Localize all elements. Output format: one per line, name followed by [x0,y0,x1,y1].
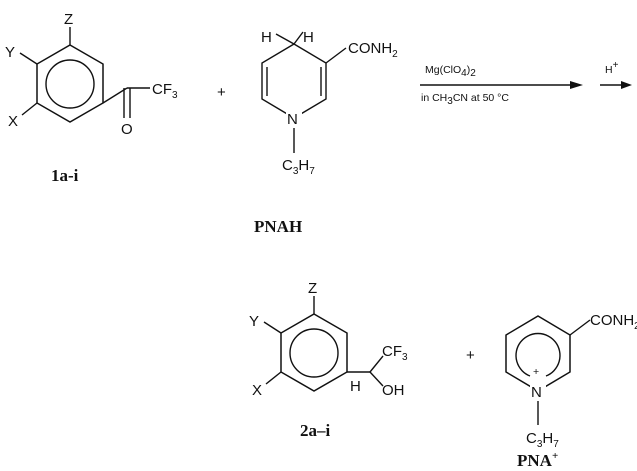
compound-label-pna-plus: PNA+ [517,450,558,470]
benzene-ring-2 [280,313,348,392]
aromatic-circle-1 [45,59,95,109]
bond-amide [325,47,347,64]
compound-label-1a-i: 1a-i [51,166,79,185]
reactant-pnah: H H CONH2 N C3H7 [261,29,398,177]
compound-label-pnah: PNAH [254,217,302,236]
compound-label-2a-i: 2a–i [300,421,331,440]
reagent-mg-perchlorate: Mg(ClO4)2 [425,64,476,79]
aromatic-circle-2 [289,328,339,378]
solvent-condition: in CH3CN at 50 °C [421,92,509,107]
substituent-z-2: Z [308,280,317,297]
ring-positive-charge: + [533,366,539,378]
substituent-z-1: Z [64,11,73,28]
amide-group-pna: CONH2 [590,312,637,332]
amide-group-pnah: CONH2 [348,40,398,60]
bond-amide-pna [569,319,591,336]
reagent-proton: H+ [605,60,619,76]
substituent-x-2: X [252,382,262,399]
product-2a-i: Z Y X CF3 H OH [249,280,408,399]
substituent-x-1: X [8,113,18,130]
bond-carbinol-cf3 [369,355,384,373]
propyl-group-pnah: C3H7 [282,157,315,177]
hydrogen-left: H [261,29,272,46]
plus-sign-1: + [217,84,226,101]
arrow-head-2 [621,81,632,89]
hydrogen-right: H [303,29,314,46]
bond-carbinol-oh [369,371,384,387]
group-cf3-1: CF3 [152,81,178,101]
dihydropyridine-ring [261,43,327,119]
bond-x-2 [265,371,282,385]
nitrogen-pna: N [531,384,542,401]
propyl-group-pna: C3H7 [526,430,559,450]
bond-h-left [275,33,295,45]
bond-y-1 [19,52,38,65]
product-pna-plus: + CONH2 N C3H7 [505,312,637,450]
reaction-arrow-1: Mg(ClO4)2 in CH3CN at 50 °C [420,64,583,107]
pyridinium-aromatic-arc [515,332,561,377]
hydroxyl-group: OH [382,382,405,399]
reactant-1a-i: Z Y X CF3 O [5,11,178,138]
bond-x-1 [21,102,38,116]
carbonyl-oxygen-1: O [121,121,133,138]
substituent-y-1: Y [5,44,15,61]
bond-h-right [293,31,304,45]
plus-sign-2: + [466,347,475,364]
carbinol-hydrogen: H [350,378,361,395]
nitrogen-mask-pna [530,381,546,399]
substituent-y-2: Y [249,313,259,330]
nitrogen-mask [286,108,302,126]
reaction-arrow-2: H+ [600,60,632,89]
group-cf3-2: CF3 [382,343,408,363]
arrow-head-1 [570,81,583,89]
bond-y-2 [263,321,282,334]
nitrogen-pnah: N [287,111,298,128]
bond-ring-carbonyl-1 [102,87,128,104]
benzene-ring-1 [36,44,104,123]
